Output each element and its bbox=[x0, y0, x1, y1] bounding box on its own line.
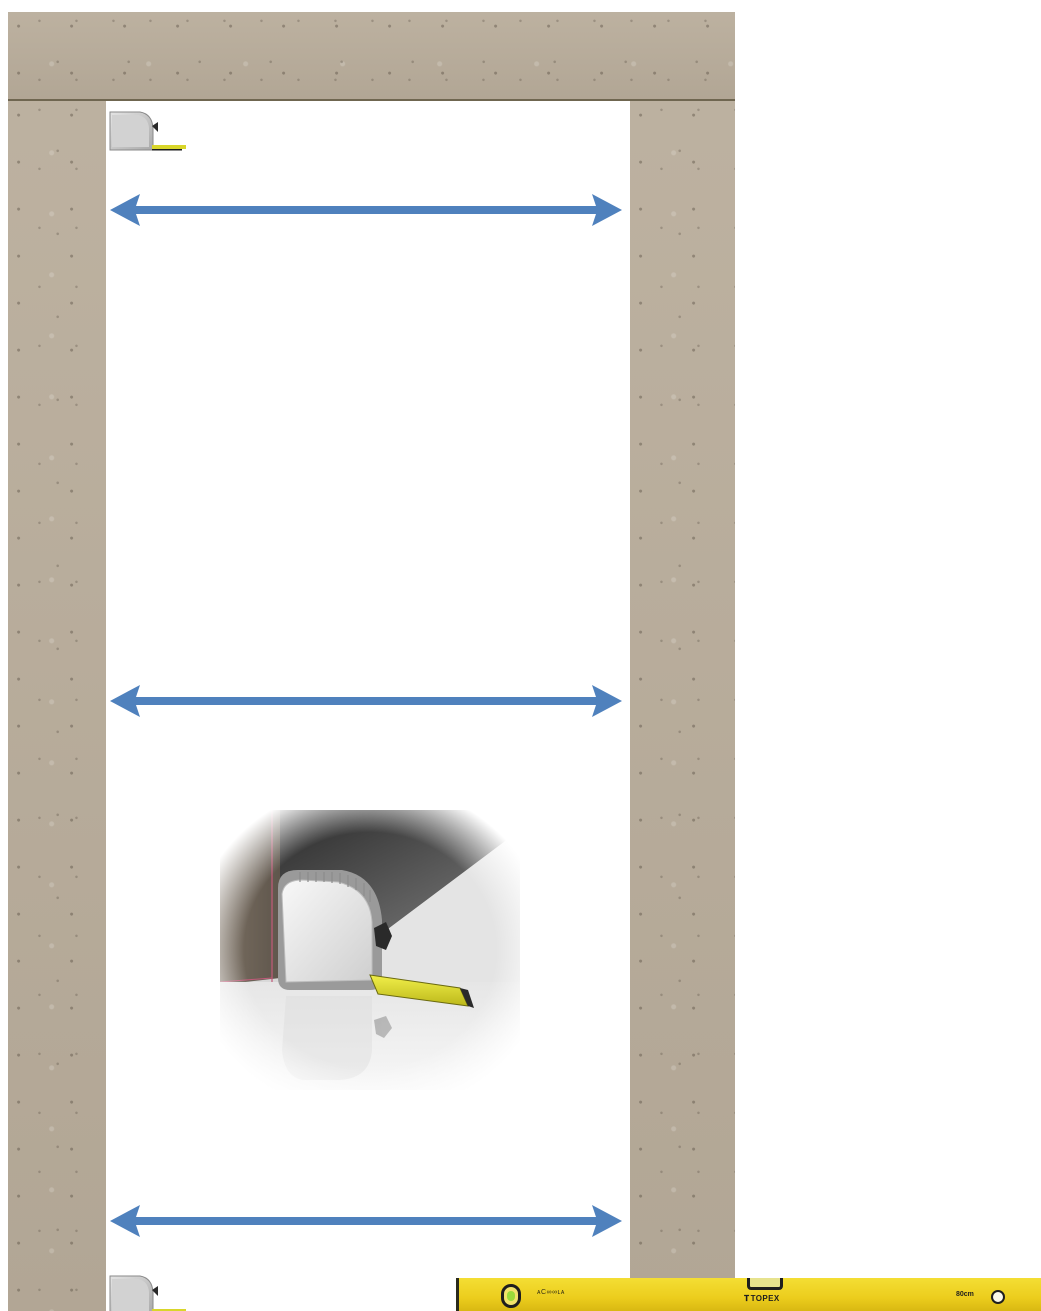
hanging-hole-icon bbox=[991, 1290, 1005, 1304]
level-brand-text: TOPEX bbox=[751, 1294, 780, 1303]
brand-logo-icon: 𝐓 bbox=[744, 1294, 751, 1303]
tape-measure-icon bbox=[106, 1270, 190, 1311]
level-brand-label: 𝐓 TOPEX bbox=[744, 1294, 780, 1304]
concrete-lintel bbox=[8, 12, 735, 101]
tape-measure-icon bbox=[106, 106, 190, 158]
concrete-wall-right bbox=[630, 101, 735, 1311]
level-size-label: 80cm bbox=[956, 1291, 974, 1298]
level-vial-icon bbox=[501, 1284, 521, 1308]
level-vial-icon bbox=[747, 1278, 783, 1290]
width-arrow-top bbox=[110, 194, 622, 226]
level-small-label: ᴀC∞∞ʟᴀ bbox=[537, 1289, 565, 1296]
spirit-level: ᴀC∞∞ʟᴀ 𝐓 TOPEX 80cm bbox=[456, 1278, 1041, 1311]
concrete-wall-left bbox=[8, 101, 106, 1311]
width-arrow-bottom bbox=[110, 1205, 622, 1237]
tape-measure-illustration bbox=[220, 810, 520, 1090]
width-arrow-middle bbox=[110, 685, 622, 717]
